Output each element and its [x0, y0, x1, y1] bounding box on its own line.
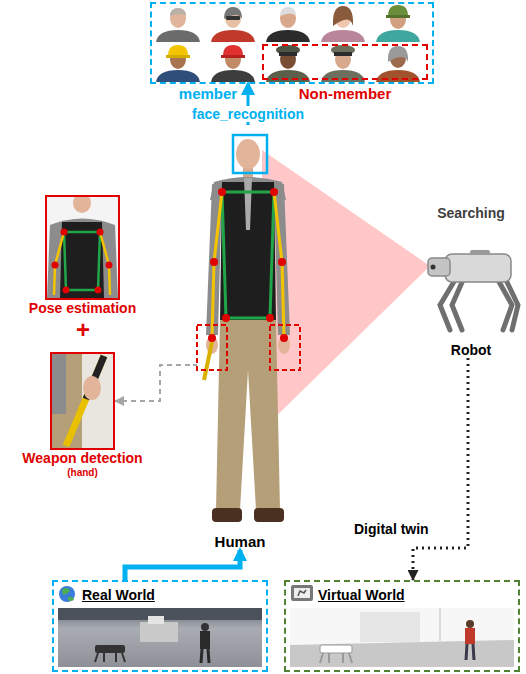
panel-title: Virtual World — [318, 587, 405, 603]
robot-figure — [428, 250, 518, 330]
operator-symbol: + — [76, 318, 90, 342]
face-portraits — [156, 5, 420, 42]
virtual-world-render — [290, 585, 514, 667]
pose-box: Pose estimation — [45, 195, 120, 300]
real-world-photo — [58, 586, 262, 667]
node-label: Human — [215, 533, 266, 550]
box-sublabel: (hand) — [67, 467, 98, 479]
status-label: Searching — [437, 205, 505, 221]
input-arrow — [125, 550, 240, 580]
member-group: memberNon-member — [150, 2, 434, 84]
digital-twin-arrow — [413, 358, 468, 580]
edge-label: face_recognition — [190, 106, 306, 122]
box-label: Pose estimation — [29, 300, 136, 316]
face-portraits — [156, 45, 420, 82]
robot-node: SearchingRobot — [420, 205, 522, 358]
group-label: Non-member — [299, 85, 392, 102]
real-world-box: Real World — [52, 580, 268, 672]
search-cone — [262, 150, 430, 430]
weapon-thumbnail — [52, 354, 113, 448]
weapon-box: Weapon detection(hand) — [50, 352, 115, 450]
edge-label: Digital twin — [352, 521, 431, 537]
panel-title: Real World — [82, 587, 155, 603]
human-node: Human — [190, 125, 290, 550]
virtual-world-box: Virtual World — [284, 580, 520, 672]
group-label: member — [179, 85, 237, 102]
pose-thumbnail — [47, 197, 118, 298]
non-member-group: Non-member — [262, 44, 428, 80]
human-figure — [190, 135, 300, 522]
node-label: Robot — [451, 342, 491, 358]
detail-leader-arrow — [115, 365, 190, 401]
box-label: Weapon detection — [22, 450, 142, 466]
